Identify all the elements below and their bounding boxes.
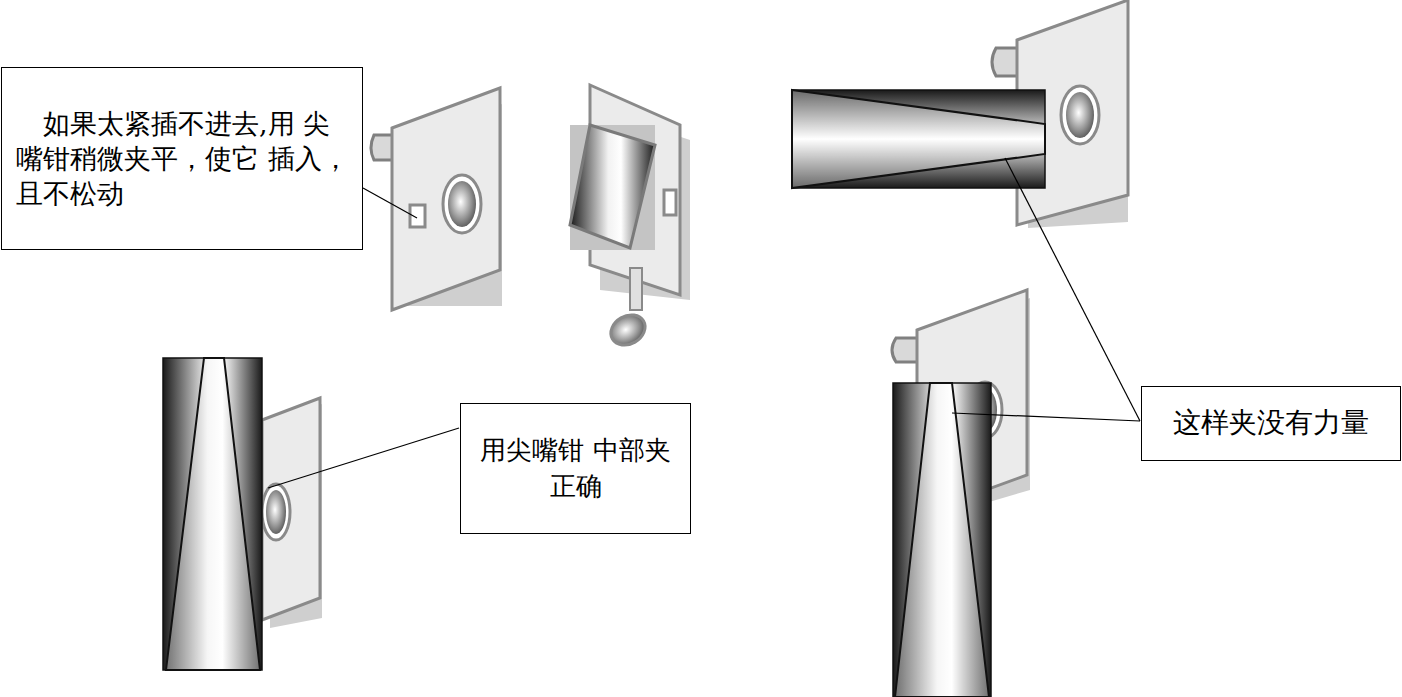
terminal-plate-bent: [570, 85, 690, 351]
terminal-plate: [371, 88, 502, 310]
callout-box: 用尖嘴钳 中部夹正确: [460, 403, 691, 534]
callout-box: 这样夹没有力量: [1141, 386, 1401, 461]
callout-text: 用尖嘴钳 中部夹正确: [471, 433, 680, 503]
pliers-wrong-tip: [892, 290, 1030, 697]
leader-line: [268, 158, 1140, 488]
callout-box: 如果太紧插不进去,用 尖嘴钳稍微夹平，使它 插入，且不松动: [1, 67, 363, 250]
callout-text: 这样夹没有力量: [1150, 405, 1392, 441]
pliers-correct: [163, 358, 322, 670]
callout-text: 如果太紧插不进去,用 尖嘴钳稍微夹平，使它 插入，且不松动: [16, 106, 350, 211]
pliers-wrong-tip: [792, 0, 1128, 228]
